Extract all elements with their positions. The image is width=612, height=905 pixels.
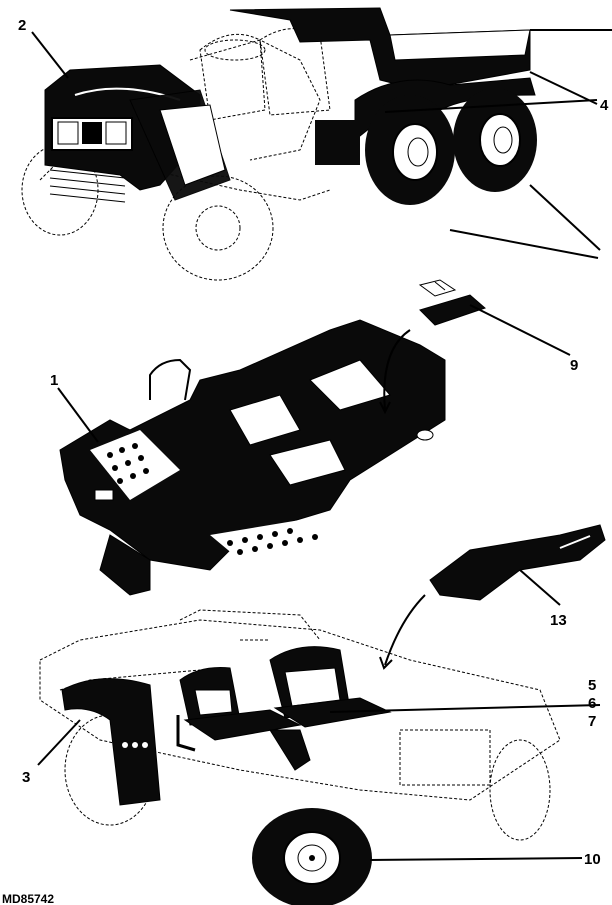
callout-9: 9: [570, 357, 578, 374]
floor-mat: [418, 279, 486, 326]
callout-10: 10: [584, 851, 601, 868]
callout-2: 2: [18, 17, 26, 34]
rear-tires: [365, 88, 537, 205]
leader-lines: [31, 29, 612, 861]
frame-assembly: [59, 319, 446, 596]
vehicle-bottom-view: [39, 609, 561, 905]
callout-6: 6: [588, 695, 596, 712]
callout-4: 4: [600, 97, 609, 114]
front-fender: [61, 678, 161, 806]
figure-id: MD85742: [2, 892, 54, 905]
callout-7: 7: [588, 713, 596, 730]
callout-13: 13: [550, 612, 567, 629]
callout-1: 1: [50, 372, 58, 389]
callout-3: 3: [22, 769, 30, 786]
seats: [176, 646, 392, 771]
dash-cover: [429, 524, 606, 601]
front-tire: [252, 808, 372, 905]
callout-5: 5: [588, 677, 596, 694]
vehicle-top-view: [21, 7, 537, 281]
